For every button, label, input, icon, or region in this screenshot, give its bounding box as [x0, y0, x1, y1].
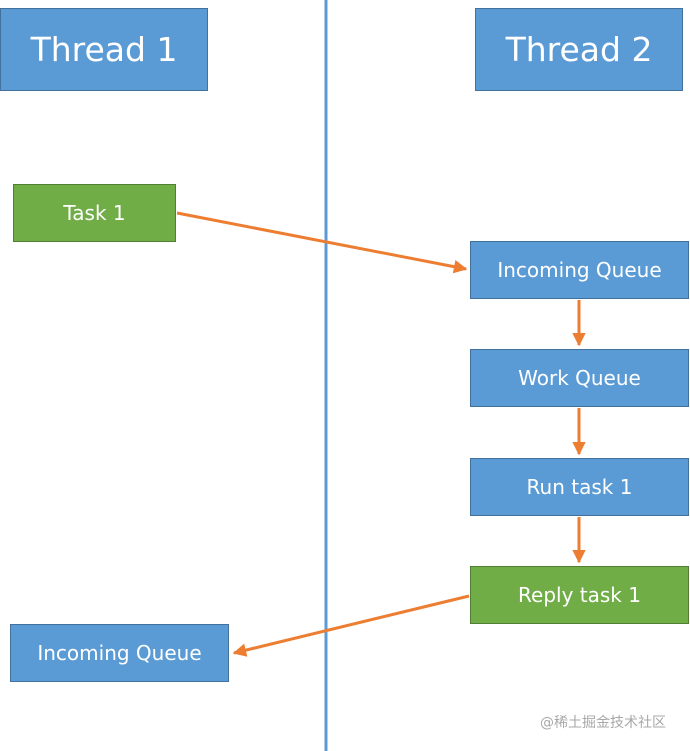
- arrow-reply-task-to-incoming-queue: [232, 594, 470, 657]
- thread-1-incoming-queue-box: Incoming Queue: [10, 624, 229, 682]
- watermark-text: @稀土掘金技术社区: [540, 715, 666, 731]
- task-1-box: Task 1: [13, 184, 176, 242]
- thread-1-header: Thread 1: [0, 8, 208, 91]
- arrow-task1-to-incoming-queue: [176, 211, 468, 274]
- thread-2-incoming-queue-box: Incoming Queue: [470, 241, 689, 299]
- thread-2-header: Thread 2: [475, 8, 683, 91]
- thread-2-reply-task-box: Reply task 1: [470, 566, 689, 624]
- thread-2-work-queue-box: Work Queue: [470, 349, 689, 407]
- thread-2-run-task-box: Run task 1: [470, 458, 689, 516]
